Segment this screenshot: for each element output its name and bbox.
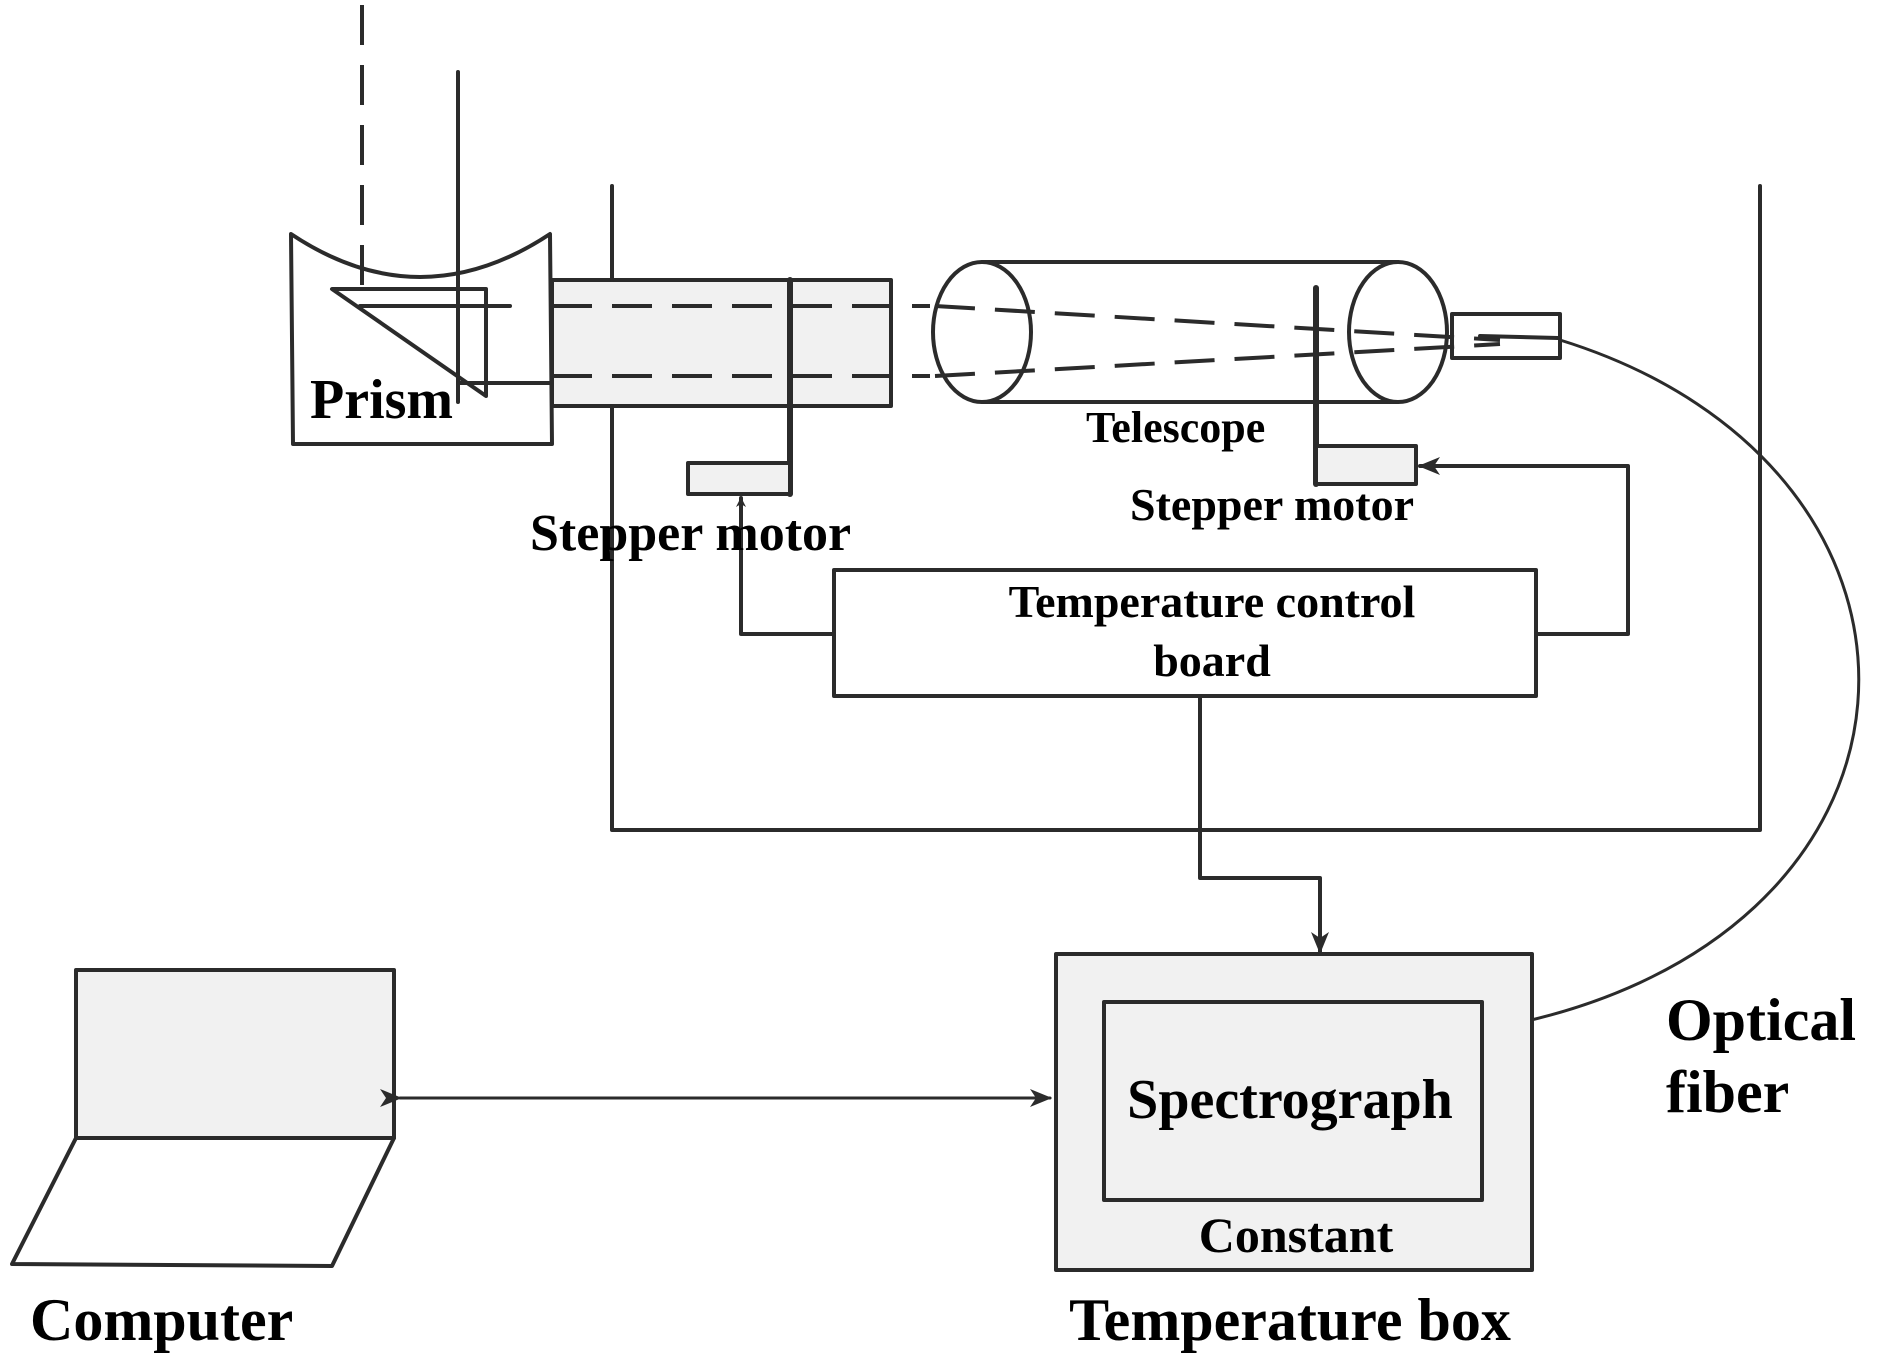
enclosure bbox=[610, 184, 1762, 832]
connector-board-to-left-motor bbox=[736, 496, 836, 636]
label-temperature-box: Temperature box bbox=[1069, 1287, 1511, 1353]
prism-housing bbox=[289, 232, 554, 446]
spectrograph-box bbox=[1102, 1000, 1484, 1202]
telescope-rear-lens bbox=[1347, 260, 1449, 404]
stepper-motor-right bbox=[1314, 444, 1418, 486]
optical-tube bbox=[550, 278, 893, 408]
constant-temperature-box bbox=[1054, 952, 1534, 1272]
ray-converge-upper bbox=[934, 304, 1501, 342]
telescope-front-lens bbox=[931, 260, 1033, 404]
label-temperature-control-line1: Temperature control bbox=[1009, 576, 1416, 627]
connector-board-to-temperature-box bbox=[1198, 694, 1329, 954]
prism-triangle bbox=[330, 287, 488, 398]
label-stepper-motor-right: Stepper motor bbox=[1130, 479, 1414, 530]
label-stepper-motor-left: Stepper motor bbox=[530, 505, 851, 562]
optical-fiber bbox=[1481, 338, 1861, 1032]
label-prism: Prism bbox=[310, 369, 453, 431]
label-computer: Computer bbox=[30, 1287, 293, 1353]
laptop-screen bbox=[74, 968, 396, 1140]
label-telescope: Telescope bbox=[1086, 403, 1265, 452]
stepper-motor-left bbox=[686, 461, 792, 496]
fiber-connector bbox=[1450, 312, 1562, 360]
label-temperature-control-line2: board bbox=[1153, 635, 1271, 686]
label-constant: Constant bbox=[1199, 1207, 1394, 1263]
ray-converge-lower bbox=[934, 342, 1501, 378]
fiber-core bbox=[1478, 334, 1560, 340]
label-spectrograph: Spectrograph bbox=[1127, 1069, 1453, 1131]
label-optical-fiber-line2: fiber bbox=[1666, 1059, 1789, 1125]
connector-board-to-right-motor bbox=[1418, 457, 1630, 636]
label-optical-fiber-line1: Optical bbox=[1666, 987, 1856, 1053]
laptop-base bbox=[10, 1136, 396, 1268]
